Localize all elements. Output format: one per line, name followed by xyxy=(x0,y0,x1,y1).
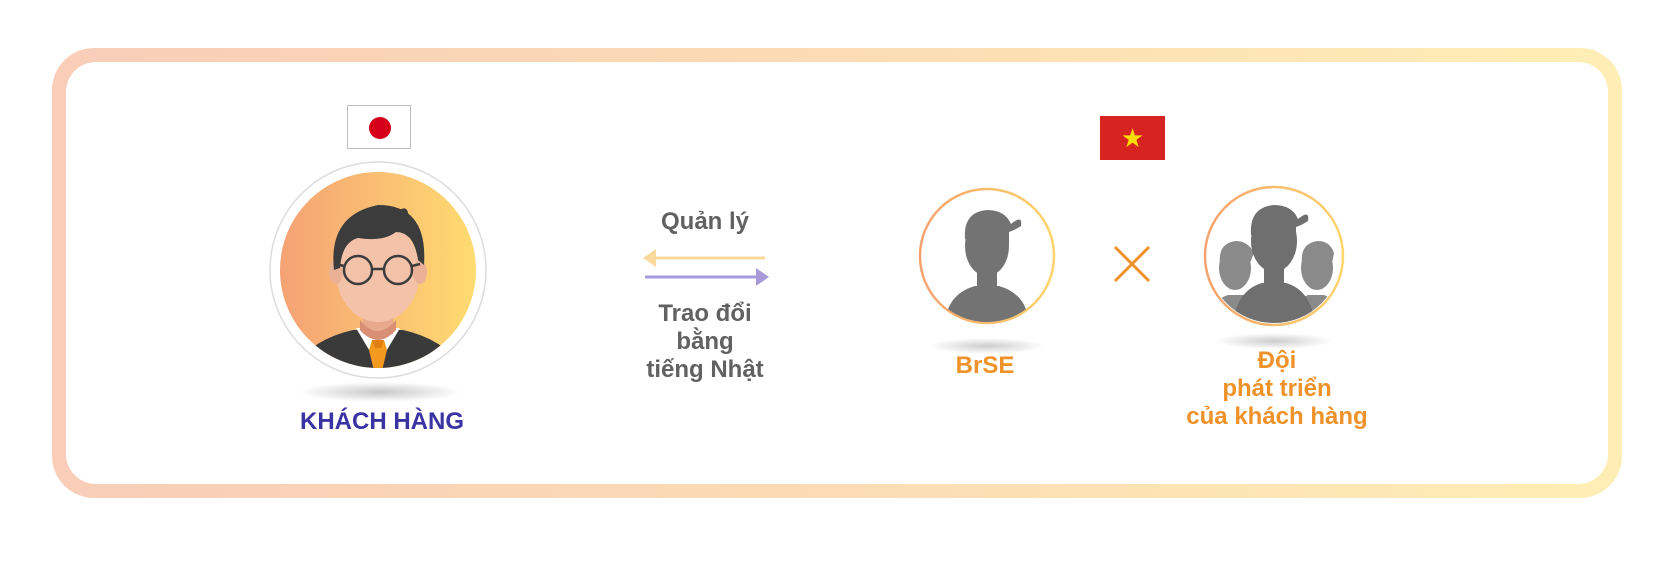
team-avatar-icon xyxy=(1203,185,1345,349)
diagram-frame xyxy=(52,48,1622,498)
vietnam-flag-icon: ★ xyxy=(1100,116,1165,160)
exchange-label: Trao đổi bằng tiếng Nhật xyxy=(610,300,800,384)
team-label-line-1: Đội xyxy=(1257,347,1297,374)
exchange-arrows-icon xyxy=(643,249,769,286)
exchange-label-line-2: bằng xyxy=(676,328,734,355)
exchange-label-line-3: tiếng Nhật xyxy=(646,356,764,383)
cross-icon xyxy=(1113,245,1151,283)
team-label: Đội phát triển của khách hàng xyxy=(1170,347,1384,431)
team-label-line-2: phát triển xyxy=(1222,375,1332,402)
japan-flag-sun xyxy=(369,117,391,139)
brse-label: BrSE xyxy=(955,352,1015,379)
manage-label: Quản lý xyxy=(660,208,750,235)
exchange-label-line-1: Trao đổi xyxy=(658,300,752,327)
japan-flag-icon xyxy=(347,105,411,149)
customer-label: KHÁCH HÀNG xyxy=(300,408,464,435)
brse-avatar-icon xyxy=(918,187,1056,354)
team-label-line-3: của khách hàng xyxy=(1186,403,1368,430)
businessman-avatar-icon xyxy=(269,161,487,402)
